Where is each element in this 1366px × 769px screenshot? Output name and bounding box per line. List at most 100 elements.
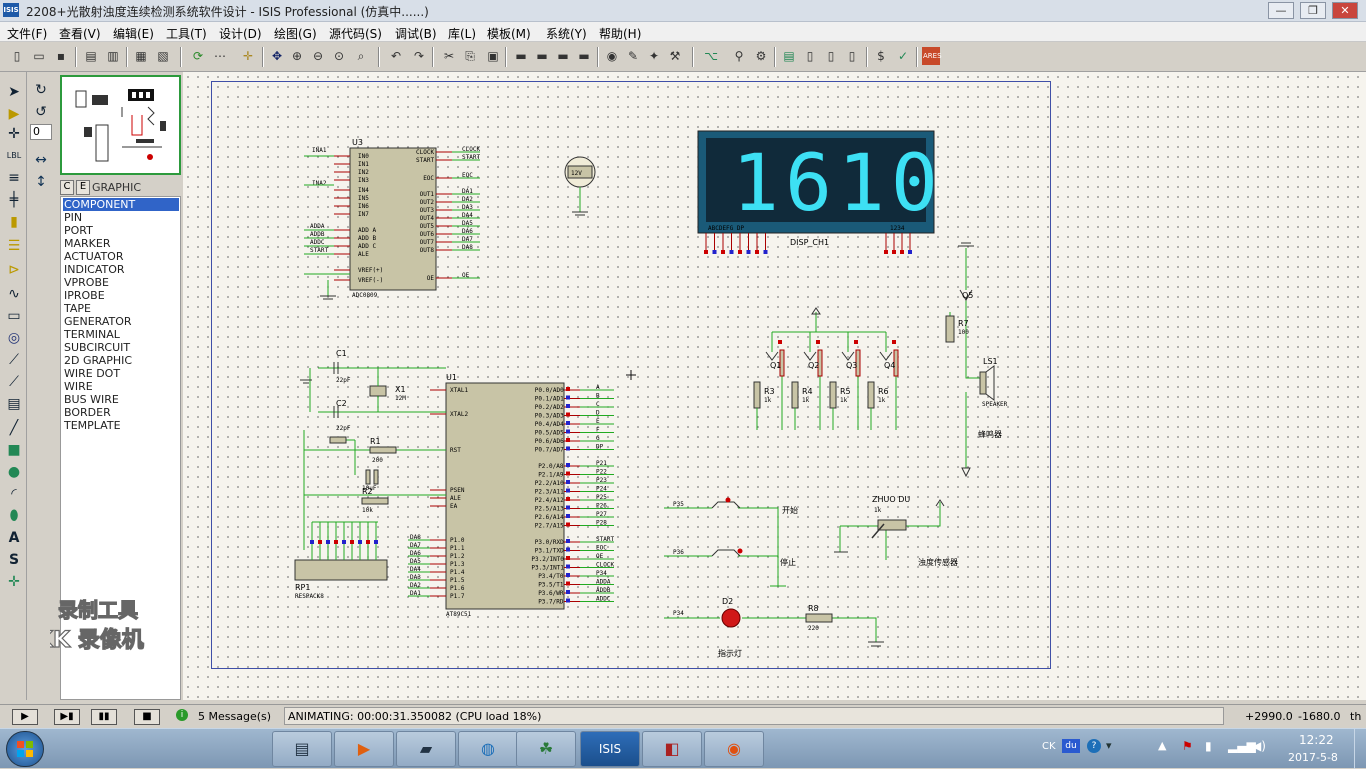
- resistor-pack[interactable]: RP1 RESPACK8: [294, 521, 388, 600]
- tab-components[interactable]: C: [60, 180, 74, 195]
- redo-icon[interactable]: ↷: [413, 49, 425, 63]
- start-button[interactable]: P35 开始: [664, 497, 798, 587]
- list-item-generator[interactable]: GENERATOR: [64, 315, 132, 328]
- menu-design[interactable]: 设计(D): [219, 27, 262, 41]
- save-icon[interactable]: ▪: [56, 49, 66, 63]
- list-item-iprobe[interactable]: IPROBE: [64, 289, 105, 302]
- buzzer-circuit[interactable]: Q5 R7 100 LS1 SPEAKER 蜂鸣器: [945, 242, 1008, 478]
- wire-label-icon[interactable]: LBL: [6, 151, 22, 160]
- list-item-component[interactable]: COMPONENT: [63, 198, 179, 211]
- menu-source[interactable]: 源代码(S): [329, 27, 382, 41]
- list-item-port[interactable]: PORT: [64, 224, 93, 237]
- minimize-button[interactable]: —: [1268, 2, 1294, 19]
- decompose-icon[interactable]: ⚒: [669, 49, 681, 63]
- close-button[interactable]: ✕: [1332, 2, 1358, 19]
- bus-icon[interactable]: ╪: [9, 192, 19, 208]
- design-explorer-icon[interactable]: ▤: [783, 49, 795, 63]
- new-sheet-icon[interactable]: ▯: [806, 49, 814, 63]
- netlist-to-ares-icon[interactable]: ARES: [922, 47, 942, 65]
- list-item-2d-graphic[interactable]: 2D GRAPHIC: [64, 354, 133, 367]
- action-center-icon[interactable]: ⚑: [1182, 739, 1193, 753]
- indicator-led[interactable]: P34 D2 R8 220 指示灯: [664, 597, 884, 658]
- list-item-tape[interactable]: TAPE: [64, 302, 91, 315]
- block-rotate-icon[interactable]: ▬: [557, 49, 569, 63]
- pan-icon[interactable]: ✥: [271, 49, 283, 63]
- list-item-border[interactable]: BORDER: [64, 406, 111, 419]
- block-move-icon[interactable]: ▬: [536, 49, 548, 63]
- pause-button[interactable]: ▮▮: [91, 709, 117, 725]
- list-item-bus-wire[interactable]: BUS WIRE: [64, 393, 119, 406]
- list-item-template[interactable]: TEMPLATE: [64, 419, 121, 432]
- zoom-out-icon[interactable]: ⊖: [312, 49, 324, 63]
- list-item-indicator[interactable]: INDICATOR: [64, 263, 125, 276]
- settings-icon[interactable]: ▾: [1106, 739, 1112, 752]
- overview-window[interactable]: [60, 75, 181, 175]
- start-button[interactable]: [6, 731, 44, 767]
- isis-icon[interactable]: ISIS: [580, 731, 640, 767]
- search-icon[interactable]: ⚲: [734, 49, 744, 63]
- menu-graph[interactable]: 绘图(G): [274, 27, 317, 41]
- symbol-icon[interactable]: S: [8, 552, 20, 568]
- step-button[interactable]: ▶▮: [54, 709, 80, 725]
- lamp[interactable]: 12V: [564, 156, 596, 216]
- print-area-icon[interactable]: ▧: [157, 49, 169, 63]
- menu-file[interactable]: 文件(F): [7, 27, 48, 41]
- current-probe-icon[interactable]: ⟋: [9, 374, 19, 390]
- zoom-all-icon[interactable]: ⊙: [333, 49, 345, 63]
- tab-library[interactable]: E: [76, 180, 90, 195]
- zoom-in-icon[interactable]: ⊕: [291, 49, 303, 63]
- print-icon[interactable]: ▦: [135, 49, 147, 63]
- menu-system[interactable]: 系统(Y): [546, 27, 587, 41]
- menu-template[interactable]: 模板(M): [487, 27, 531, 41]
- at89c51-chip[interactable]: U1 AT89C51 XTAL1XTAL2RSTPSENALEEAP1.0DA8…: [408, 373, 614, 618]
- zoom-area-icon[interactable]: ⌕: [357, 49, 365, 63]
- seven-segment-display[interactable]: 1610 ABCDEFG DP 1234 DISP_CH1: [697, 130, 944, 254]
- bill-of-materials-icon[interactable]: $: [877, 49, 885, 63]
- list-item-wire[interactable]: WIRE: [64, 380, 93, 393]
- mirror-x-icon[interactable]: ↔: [35, 152, 47, 168]
- rotate-clockwise-icon[interactable]: ↻: [35, 82, 47, 98]
- message-count[interactable]: 5 Message(s): [198, 710, 272, 723]
- media-player-icon[interactable]: ▶: [334, 731, 394, 767]
- clock-time[interactable]: 12:22: [1299, 733, 1334, 747]
- browser-icon[interactable]: ◍: [458, 731, 518, 767]
- menu-edit[interactable]: 编辑(E): [113, 27, 154, 41]
- menu-tools[interactable]: 工具(T): [166, 27, 207, 41]
- file-explorer-icon[interactable]: ▤: [272, 731, 332, 767]
- refresh-icon[interactable]: ⟳: [192, 49, 204, 63]
- menu-help[interactable]: 帮助(H): [599, 27, 642, 41]
- arc-icon[interactable]: ◜: [11, 486, 17, 502]
- notepad-icon[interactable]: ▰: [396, 731, 456, 767]
- mirror-y-icon[interactable]: ↕: [35, 174, 47, 190]
- undo-icon[interactable]: ↶: [390, 49, 402, 63]
- grid-icon[interactable]: ⋯: [214, 49, 226, 63]
- play-button[interactable]: ▶: [12, 709, 38, 725]
- network-icon[interactable]: ▂▄▆: [1228, 739, 1256, 753]
- component-mode-icon[interactable]: ▶: [8, 106, 20, 122]
- graph-icon[interactable]: ∿: [8, 286, 20, 302]
- block-delete-icon[interactable]: ▬: [578, 49, 590, 63]
- packaging-icon[interactable]: ✦: [648, 49, 660, 63]
- list-item-vprobe[interactable]: VPROBE: [64, 276, 109, 289]
- list-item-terminal[interactable]: TERMINAL: [64, 328, 120, 341]
- open-icon[interactable]: ▭: [33, 49, 45, 63]
- list-item-subcircuit[interactable]: SUBCIRCUIT: [64, 341, 131, 354]
- kk-recorder-icon[interactable]: ◉: [704, 731, 764, 767]
- menu-library[interactable]: 库(L): [448, 27, 477, 41]
- usb-icon[interactable]: ▮: [1205, 739, 1212, 753]
- property-tool-icon[interactable]: ⚙: [755, 49, 767, 63]
- show-desktop-button[interactable]: [1354, 729, 1366, 769]
- ime-indicator[interactable]: du: [1062, 739, 1080, 753]
- pick-device-icon[interactable]: ◉: [606, 49, 618, 63]
- rotation-angle-field[interactable]: 0: [30, 124, 52, 140]
- box-icon[interactable]: ■: [7, 442, 21, 458]
- goto-sheet-icon[interactable]: ▯: [848, 49, 856, 63]
- path-icon[interactable]: ⬮: [9, 508, 19, 524]
- clock-date[interactable]: 2017-5-8: [1288, 751, 1338, 764]
- list-item-actuator[interactable]: ACTUATOR: [64, 250, 124, 263]
- text-icon[interactable]: A: [8, 530, 20, 546]
- marker-icon[interactable]: ✛: [8, 574, 20, 590]
- stop-button[interactable]: P36 停止: [664, 548, 796, 568]
- junction-dot-icon[interactable]: ✛: [8, 126, 20, 142]
